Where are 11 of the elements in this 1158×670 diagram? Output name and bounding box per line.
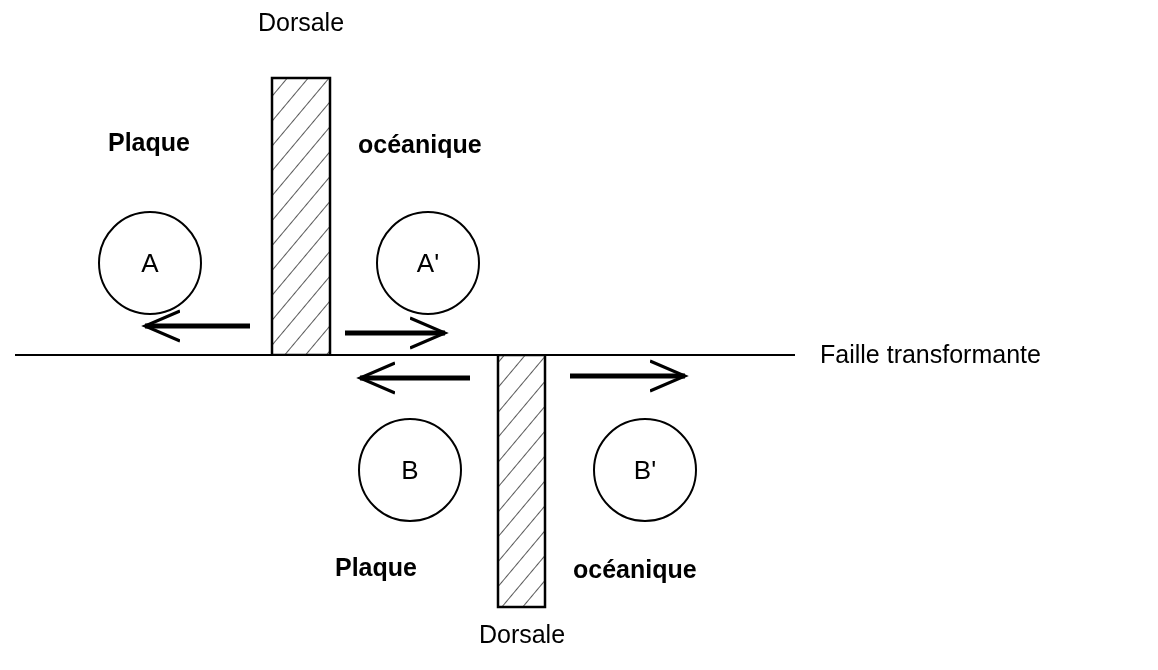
labelled-circle: A' — [376, 211, 480, 315]
ridge-label: Dorsale — [257, 8, 345, 37]
labelled-circle: A — [98, 211, 202, 315]
plate-label: Plaque — [108, 128, 190, 157]
plate-label: Plaque — [335, 553, 417, 582]
plate-label: océanique — [573, 555, 697, 584]
plate-label: océanique — [358, 130, 482, 159]
labelled-circle: B — [358, 418, 462, 522]
fault-label: Faille transformante — [820, 340, 1041, 369]
labelled-circle: B' — [593, 418, 697, 522]
ridge-label: Dorsale — [478, 620, 566, 649]
